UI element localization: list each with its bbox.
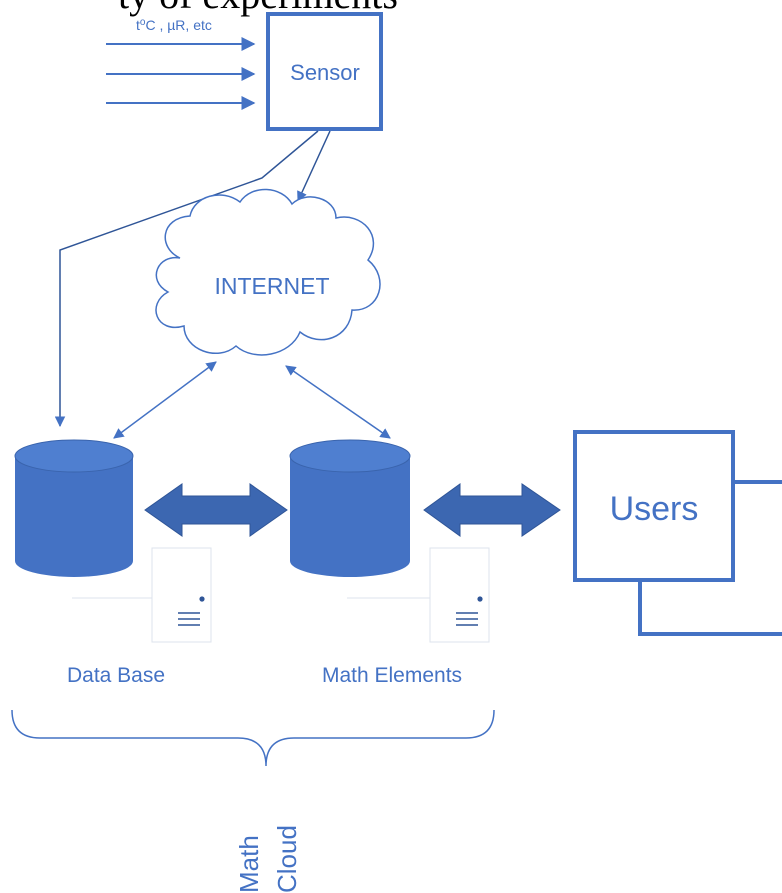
internet-math-elements-link bbox=[285, 365, 391, 439]
sensor-to-internet-arrow bbox=[297, 130, 331, 202]
math-elements-label: Math Elements bbox=[322, 664, 462, 687]
math-elements-server-case bbox=[429, 547, 490, 643]
inputs-label: toC , µR, etc bbox=[136, 17, 212, 33]
users-box-group: Users bbox=[573, 430, 782, 636]
database-server-led bbox=[199, 596, 205, 602]
database-cylinder-top bbox=[14, 439, 134, 473]
sensor-to-database-connector bbox=[54, 130, 319, 428]
math-elements-server-icon bbox=[347, 547, 490, 643]
database-cylinder-body bbox=[15, 456, 133, 577]
sensor-box bbox=[266, 12, 383, 131]
internet-cloud: INTERNET bbox=[155, 188, 381, 356]
math-elements-cylinder-body bbox=[290, 456, 410, 577]
math-elements-server-led bbox=[477, 596, 483, 602]
math-cloud-label-cloud: Cloud bbox=[272, 825, 302, 893]
math-elements-cylinder-top bbox=[289, 439, 411, 473]
sensor-label: Sensor bbox=[290, 60, 360, 85]
database-server-icon bbox=[72, 547, 212, 643]
database-math-double-arrow bbox=[144, 483, 288, 537]
users-front-box bbox=[573, 430, 735, 582]
database-cylinder bbox=[14, 439, 134, 577]
math-cloud-brace bbox=[11, 709, 495, 767]
cloud-shape bbox=[155, 188, 381, 356]
math-cloud-label-math: Math bbox=[234, 835, 264, 893]
database-label: Data Base bbox=[67, 664, 165, 687]
internet-database-link bbox=[113, 361, 217, 439]
internet-label: INTERNET bbox=[215, 273, 330, 299]
math-elements-cylinder bbox=[289, 439, 411, 577]
users-label: Users bbox=[610, 490, 699, 528]
database-server-case bbox=[151, 547, 212, 643]
math-users-double-arrow bbox=[423, 483, 561, 537]
